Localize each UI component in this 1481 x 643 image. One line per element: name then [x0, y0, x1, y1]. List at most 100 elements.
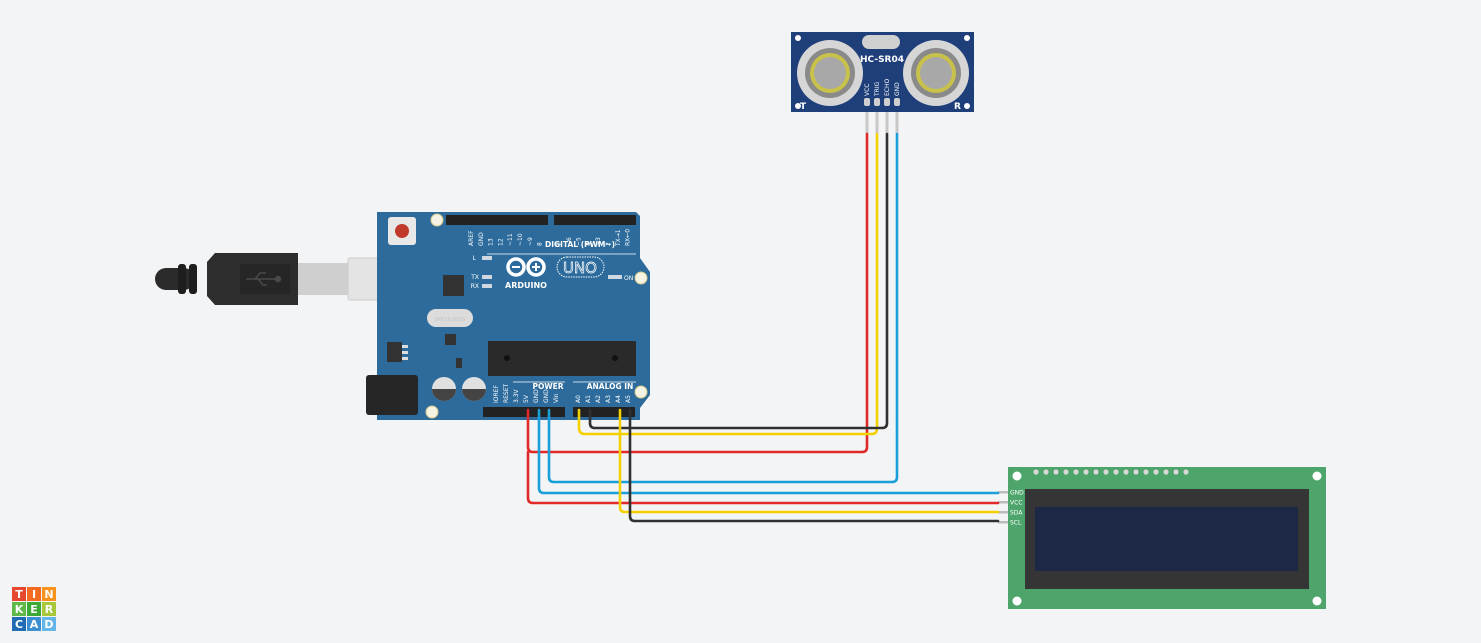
logo-letter: K	[12, 602, 26, 616]
power-header[interactable]	[483, 407, 565, 417]
lcd-i2c-display[interactable]: GND VCC SDA SCL	[998, 467, 1326, 609]
wire-arduino-a4-to-lcd-sda[interactable]	[618, 408, 1000, 514]
lcd-pin-label: SDA	[1010, 510, 1023, 517]
lcd-header-pin	[1163, 469, 1169, 475]
lcd-screen	[1035, 507, 1298, 571]
lcd-pin-vcc[interactable]	[998, 501, 1008, 504]
lcd-header-pin	[1083, 469, 1089, 475]
logo-letter: A	[27, 617, 41, 631]
capacitors	[432, 377, 486, 401]
sensor-model-label: HC-SR04	[860, 55, 904, 65]
wire-arduino-gnd-to-lcd-gnd[interactable]	[537, 408, 1000, 495]
power-jack[interactable]	[366, 375, 418, 415]
logo-letter: D	[42, 617, 56, 631]
lcd-pin-scl[interactable]	[998, 521, 1008, 524]
wire-arduino-5v-to-ultrasonic-vcc[interactable]	[526, 132, 869, 454]
analog-pin-label-5: A5	[625, 395, 632, 403]
lcd-pin-label: GND	[1010, 490, 1024, 497]
wire-arduino-a1-to-ultrasonic-echo[interactable]	[588, 132, 889, 430]
power-pin-label-3: 5V	[523, 394, 530, 403]
sensor-pin-echo[interactable]	[884, 98, 890, 106]
power-pin-label-4: GND	[533, 389, 540, 403]
analog-pin-label-4: A4	[615, 395, 622, 403]
sensor-t-mark: T	[800, 102, 807, 112]
logo-letter: I	[27, 587, 41, 601]
lcd-pin-label: VCC	[1010, 500, 1022, 507]
analog-pin-label-1: A1	[585, 395, 592, 403]
digital-pin-label-b-6: TX→1	[615, 229, 622, 247]
digital-pin-label-1: GND	[478, 232, 485, 246]
lcd-header-pin	[1043, 469, 1049, 475]
digital-pin-label-b-0: 7	[556, 242, 563, 246]
sensor-pin-label: ECHO	[884, 79, 891, 96]
wire-arduino-gnd-to-ultrasonic-gnd[interactable]	[547, 132, 899, 484]
sensor-pin-leg	[865, 112, 869, 134]
sensor-pin-label: TRIG	[874, 81, 881, 97]
crystal-label: SPK16.000G	[435, 317, 466, 323]
small-chip	[445, 334, 456, 345]
power-pin-label-5: GND	[543, 389, 550, 403]
voltage-regulator	[387, 342, 402, 362]
power-pin-label-1: RESET	[503, 383, 510, 403]
lcd-header-pin	[1033, 469, 1039, 475]
digital-pin-label-3: 12	[497, 238, 504, 246]
lcd-header-pin	[1093, 469, 1099, 475]
crystal	[427, 309, 473, 327]
wire-arduino-a5-to-lcd-scl[interactable]	[628, 408, 1000, 523]
lcd-header-pin	[1103, 469, 1109, 475]
atmega-chip	[488, 341, 636, 376]
wire-arduino-a0-to-ultrasonic-trig[interactable]	[577, 132, 879, 436]
digital-pin-label-6: ~9	[527, 237, 534, 246]
sensor-pin-trig[interactable]	[874, 98, 880, 106]
uno-label: UNO	[563, 259, 597, 277]
digital-pin-label-b-1: ~6	[566, 237, 573, 246]
lcd-header-pin	[1053, 469, 1059, 475]
arduino-brand-label: ARDUINO	[505, 281, 547, 290]
digital-pin-label-b-7: RX←0	[625, 229, 632, 246]
analog-header-label: ANALOG IN	[587, 382, 634, 391]
lcd-header-pin	[1133, 469, 1139, 475]
logo-letter: N	[42, 587, 56, 601]
lcd-pin-sda[interactable]	[998, 511, 1008, 514]
digital-pin-label-4: ~11	[507, 233, 514, 246]
led-label-tx: TX	[470, 274, 479, 281]
digital-header[interactable]	[446, 215, 636, 225]
analog-header[interactable]	[573, 407, 635, 417]
sensor-r-mark: R	[954, 102, 961, 112]
sensor-pin-vcc[interactable]	[864, 98, 870, 106]
lcd-header-pin	[1073, 469, 1079, 475]
digital-pin-label-2: 13	[488, 238, 495, 246]
logo-letter: R	[42, 602, 56, 616]
reset-button[interactable]	[388, 217, 416, 245]
digital-pin-label-5: ~10	[517, 233, 524, 246]
transmitter-icon	[797, 40, 863, 106]
digital-pin-label-b-3: 4	[585, 242, 592, 246]
lcd-pin-label: SCL	[1010, 520, 1022, 527]
arduino-logo-icon	[506, 257, 546, 277]
led-indicators: L TX RX ON	[470, 255, 633, 290]
digital-pin-label-0: AREF	[468, 230, 475, 246]
led-label-rx: RX	[471, 283, 479, 290]
logo-letter: C	[12, 617, 26, 631]
usb-icon	[246, 272, 282, 286]
analog-pin-label-0: A0	[575, 395, 582, 403]
power-header-label: POWER	[532, 382, 563, 391]
digital-header-label: DIGITAL (PWM~)	[545, 240, 615, 249]
sensor-pin-label: VCC	[864, 84, 871, 96]
lcd-pin-gnd[interactable]	[998, 491, 1008, 494]
sensor-pin-leg	[895, 112, 899, 134]
wire-arduino-5v-to-lcd-vcc[interactable]	[526, 450, 1000, 505]
lcd-header-pin	[1153, 469, 1159, 475]
sensor-pin-leg	[875, 112, 879, 134]
analog-pin-label-3: A3	[605, 395, 612, 403]
usb-chip	[443, 275, 464, 296]
digital-pin-label-b-5: 2	[605, 242, 612, 246]
sensor-pin-gnd[interactable]	[894, 98, 900, 106]
lcd-header-pin	[1063, 469, 1069, 475]
analog-pin-label-2: A2	[595, 395, 602, 403]
power-pin-label-6: Vin	[553, 393, 560, 403]
